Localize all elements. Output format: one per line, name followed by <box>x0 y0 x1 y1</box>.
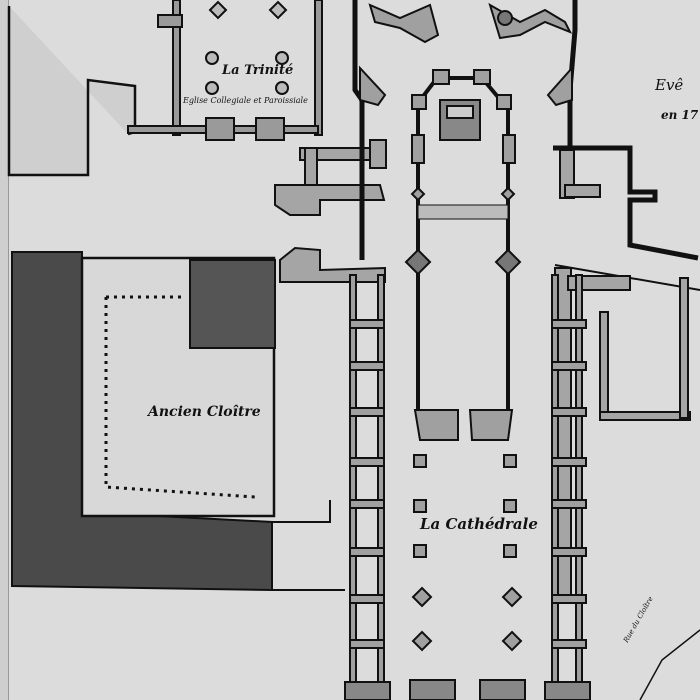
label-cathedrale: La Cathédrale <box>420 515 538 533</box>
street-line <box>639 629 700 700</box>
cloister-shaded <box>11 251 276 592</box>
trinite-church <box>127 0 323 141</box>
label-ancien-cloitre: Ancien Cloître <box>148 404 261 420</box>
connecting-wing <box>274 139 387 283</box>
margin-note-line2: en 17 <box>661 108 699 122</box>
left-building-outline <box>7 6 137 177</box>
cathedral-nave <box>272 274 591 700</box>
margin-note-line1: Evê <box>655 76 684 94</box>
label-trinite: La Trinité <box>222 63 294 78</box>
label-trinite-subtitle: Eglise Collegiale et Paroissiale <box>183 96 308 105</box>
page-edge <box>0 0 9 700</box>
cathedral-apse <box>352 0 578 420</box>
